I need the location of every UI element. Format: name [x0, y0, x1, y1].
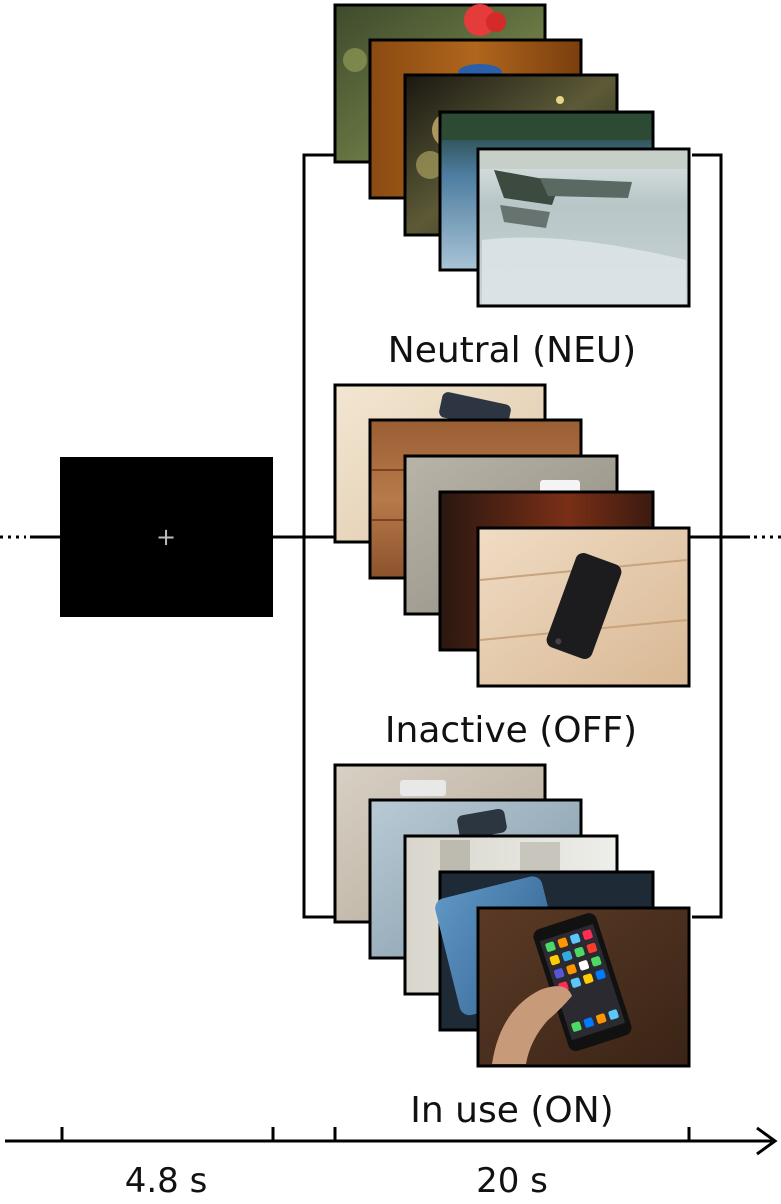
inactive-image-stack: Inactive (OFF): [333, 383, 691, 751]
condition-label-inactive: Inactive (OFF): [385, 710, 637, 751]
inactive-photo-5: [476, 526, 691, 688]
fixation-cross: +: [156, 523, 176, 551]
in-use-image-stack: In use (ON): [333, 763, 691, 1131]
time-axis: [5, 1126, 778, 1156]
in-use-photo-5: [476, 906, 691, 1068]
condition-label-in-use: In use (ON): [410, 1090, 613, 1131]
neutral-photo-5: [476, 147, 691, 308]
neutral-image-stack: Neutral (NEU): [333, 3, 691, 371]
block-duration-label: 20 s: [476, 1161, 548, 1200]
app-grid: [545, 929, 619, 1032]
fixation-duration-label: 4.8 s: [125, 1161, 208, 1200]
fixation-screen: +: [60, 457, 273, 617]
condition-label-neutral: Neutral (NEU): [388, 330, 636, 371]
fixation-box: [60, 457, 273, 617]
time-axis-arrowhead: [756, 1126, 778, 1156]
